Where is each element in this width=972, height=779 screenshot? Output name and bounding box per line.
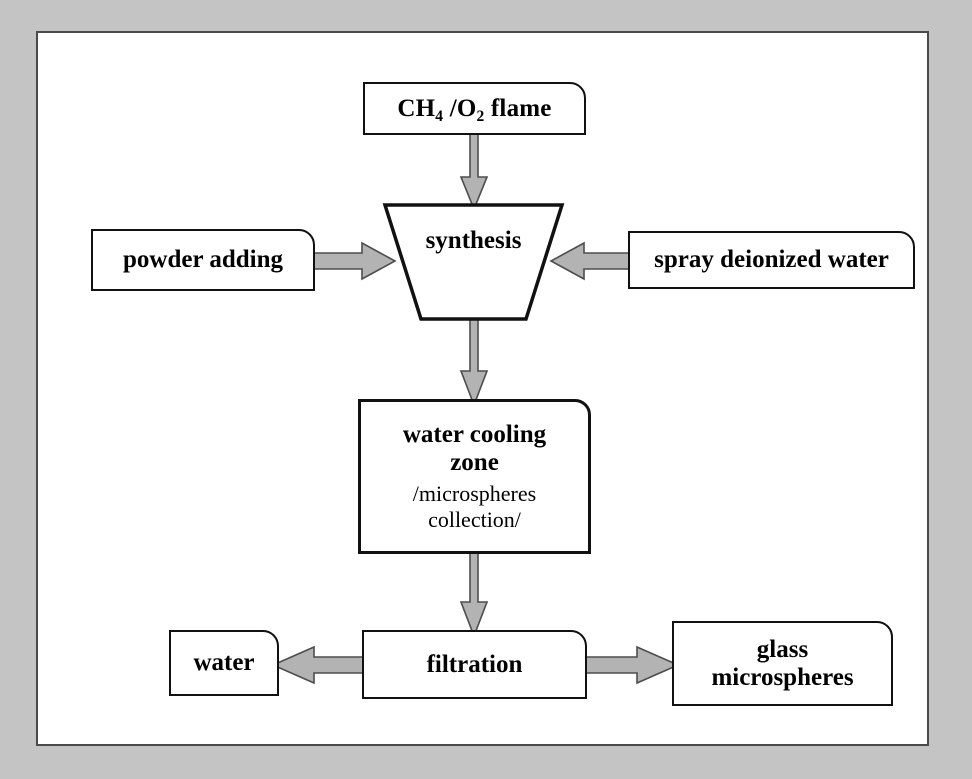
node-water-label: water	[193, 649, 255, 676]
cooling-line-1: water cooling	[402, 421, 547, 449]
flame-formula-tail: flame	[484, 94, 552, 122]
node-ch4-o2-flame: CH4 /O2 flame	[363, 82, 586, 135]
node-powder-adding-label: powder adding	[122, 246, 283, 273]
node-water-cooling-zone: water cooling zone /microspheres collect…	[358, 399, 591, 554]
node-filtration: filtration	[362, 630, 587, 699]
glass-line-1: glass	[756, 635, 809, 663]
arrow-synthesis-to-cooling	[459, 316, 489, 408]
node-synthesis-label: synthesis	[425, 227, 522, 254]
arrow-flame-to-synthesis	[459, 128, 489, 212]
flame-formula-sub-2: 2	[476, 107, 485, 125]
arrow-powder-to-synthesis	[309, 240, 397, 282]
node-cooling-label: water cooling zone /microspheres collect…	[397, 421, 552, 532]
glass-line-2: microspheres	[711, 663, 854, 691]
node-powder-adding: powder adding	[91, 229, 315, 291]
diagram-canvas: CH4 /O2 flame powder adding synthesis sp…	[36, 31, 929, 746]
arrow-filtration-to-water	[271, 644, 371, 686]
node-flame-label: CH4 /O2 flame	[391, 94, 557, 125]
node-synthesis: synthesis	[382, 202, 565, 322]
arrow-filtration-to-glass-microspheres	[578, 644, 680, 686]
node-water: water	[169, 630, 279, 696]
node-filtration-label: filtration	[426, 650, 523, 678]
cooling-sub-line-1: /microspheres	[412, 481, 537, 507]
arrow-spray-to-synthesis	[549, 240, 637, 282]
flame-formula-slash-o: /O	[443, 94, 477, 122]
node-glass-microspheres: glass microspheres	[672, 621, 893, 706]
node-spray-deionized-water: spray deionized water	[628, 231, 915, 289]
cooling-line-2: zone	[450, 449, 499, 477]
flame-formula-ch: CH	[397, 94, 436, 122]
flame-formula-sub-4: 4	[435, 107, 444, 125]
node-spray-deionized-water-label: spray deionized water	[654, 246, 889, 273]
arrow-cooling-to-filtration	[459, 547, 489, 639]
node-glass-microspheres-label: glass microspheres	[705, 636, 859, 692]
synthesis-trapezoid-shape	[382, 203, 565, 321]
cooling-sub-line-2: collection/	[428, 506, 521, 532]
